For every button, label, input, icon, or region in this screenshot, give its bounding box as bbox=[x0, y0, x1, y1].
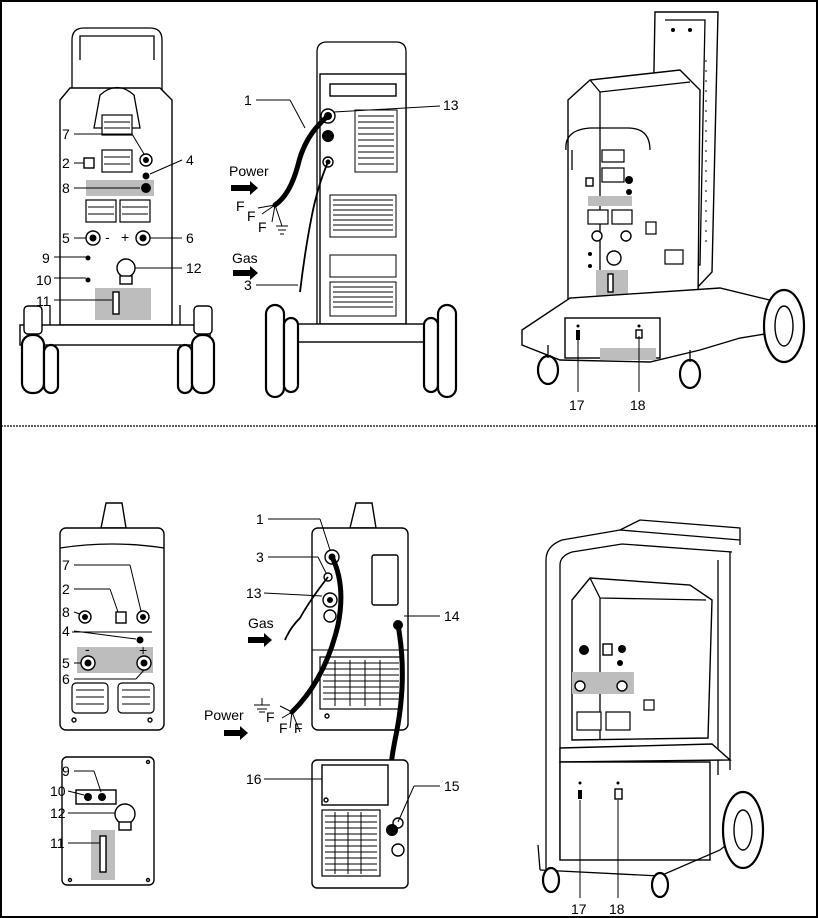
top-3d-callouts: 17 18 bbox=[569, 336, 646, 413]
phase-f2-bottom: F bbox=[279, 720, 288, 736]
bottom-side-callouts: 9 10 12 11 bbox=[50, 763, 115, 851]
bottom-3d-callouts: 17 18 bbox=[571, 800, 625, 917]
gas-text-bottom: Gas bbox=[248, 615, 274, 631]
label-4-top: 4 bbox=[186, 152, 194, 168]
top-front-callouts: 7 2 4 8 5 6 9 10 12 11 bbox=[36, 126, 202, 309]
plus-mark-bottom: + bbox=[139, 642, 147, 658]
label-8-bottom: 8 bbox=[62, 604, 70, 620]
label-4-bottom: 4 bbox=[62, 623, 70, 639]
label-13-top: 13 bbox=[443, 97, 459, 113]
label-3-bottom: 3 bbox=[256, 549, 264, 565]
label-11-top: 11 bbox=[36, 293, 51, 309]
minus-sign: - bbox=[105, 229, 110, 245]
power-arrow-bottom bbox=[224, 726, 248, 740]
label-3-top: 3 bbox=[244, 277, 252, 293]
label-9-top: 9 bbox=[42, 250, 50, 266]
label-2-top: 2 bbox=[62, 155, 70, 171]
gas-text-top: Gas bbox=[232, 250, 258, 266]
label-15-bottom: 15 bbox=[444, 778, 460, 794]
gas-arrow-top bbox=[233, 266, 258, 280]
bottom-side-view bbox=[61, 756, 155, 886]
label-13-bottom: 13 bbox=[246, 585, 262, 601]
label-12-bottom: 12 bbox=[50, 805, 66, 821]
top-rear-view bbox=[257, 41, 458, 399]
label-10-bottom: 10 bbox=[50, 783, 66, 799]
label-17-top: 17 bbox=[569, 397, 585, 413]
label-8-top: 8 bbox=[62, 180, 70, 196]
label-5-top: 5 bbox=[62, 230, 70, 246]
label-12-top: 12 bbox=[186, 260, 202, 276]
bottom-front-view bbox=[59, 502, 165, 731]
label-10-top: 10 bbox=[36, 272, 52, 288]
label-7-top: 7 bbox=[62, 126, 70, 142]
phase-f3-bottom: F bbox=[294, 720, 303, 736]
bottom-rear-callouts: 1 3 13 Gas 14 Power F F F 16 15 bbox=[204, 511, 460, 823]
bottom-3d-view bbox=[537, 519, 765, 899]
power-text-bottom: Power bbox=[204, 707, 244, 723]
top-3d-view bbox=[521, 11, 806, 390]
label-1-bottom: 1 bbox=[256, 511, 264, 527]
top-front-view: - + bbox=[19, 27, 216, 395]
label-14-bottom: 14 bbox=[444, 608, 460, 624]
phase-f3-top: F bbox=[258, 219, 267, 235]
label-11-bottom: 11 bbox=[50, 835, 65, 851]
power-text-top: Power bbox=[229, 163, 269, 179]
label-6-top: 6 bbox=[186, 230, 194, 246]
label-5-bottom: 5 bbox=[62, 655, 70, 671]
bottom-rear-view bbox=[254, 502, 409, 889]
label-17-bottom: 17 bbox=[571, 901, 587, 917]
label-16-bottom: 16 bbox=[246, 771, 262, 787]
phase-f1-bottom: F bbox=[266, 709, 275, 725]
plus-sign: + bbox=[121, 229, 129, 245]
label-18-top: 18 bbox=[630, 397, 646, 413]
bottom-front-callouts: 7 2 8 4 5 6 - + bbox=[62, 557, 147, 687]
label-7-bottom: 7 bbox=[62, 557, 70, 573]
label-9-bottom: 9 bbox=[62, 763, 70, 779]
label-1-top: 1 bbox=[244, 92, 252, 108]
minus-mark-bottom: - bbox=[85, 641, 90, 657]
gas-arrow-bottom bbox=[248, 633, 272, 647]
label-2-bottom: 2 bbox=[62, 581, 70, 597]
top-rear-callouts: 1 13 Power F F F Gas 3 bbox=[229, 92, 459, 293]
label-6-bottom: 6 bbox=[62, 671, 70, 687]
power-arrow-top bbox=[231, 181, 258, 195]
label-18-bottom: 18 bbox=[609, 901, 625, 917]
phase-f2-top: F bbox=[247, 208, 256, 224]
phase-f1-top: F bbox=[236, 198, 245, 214]
